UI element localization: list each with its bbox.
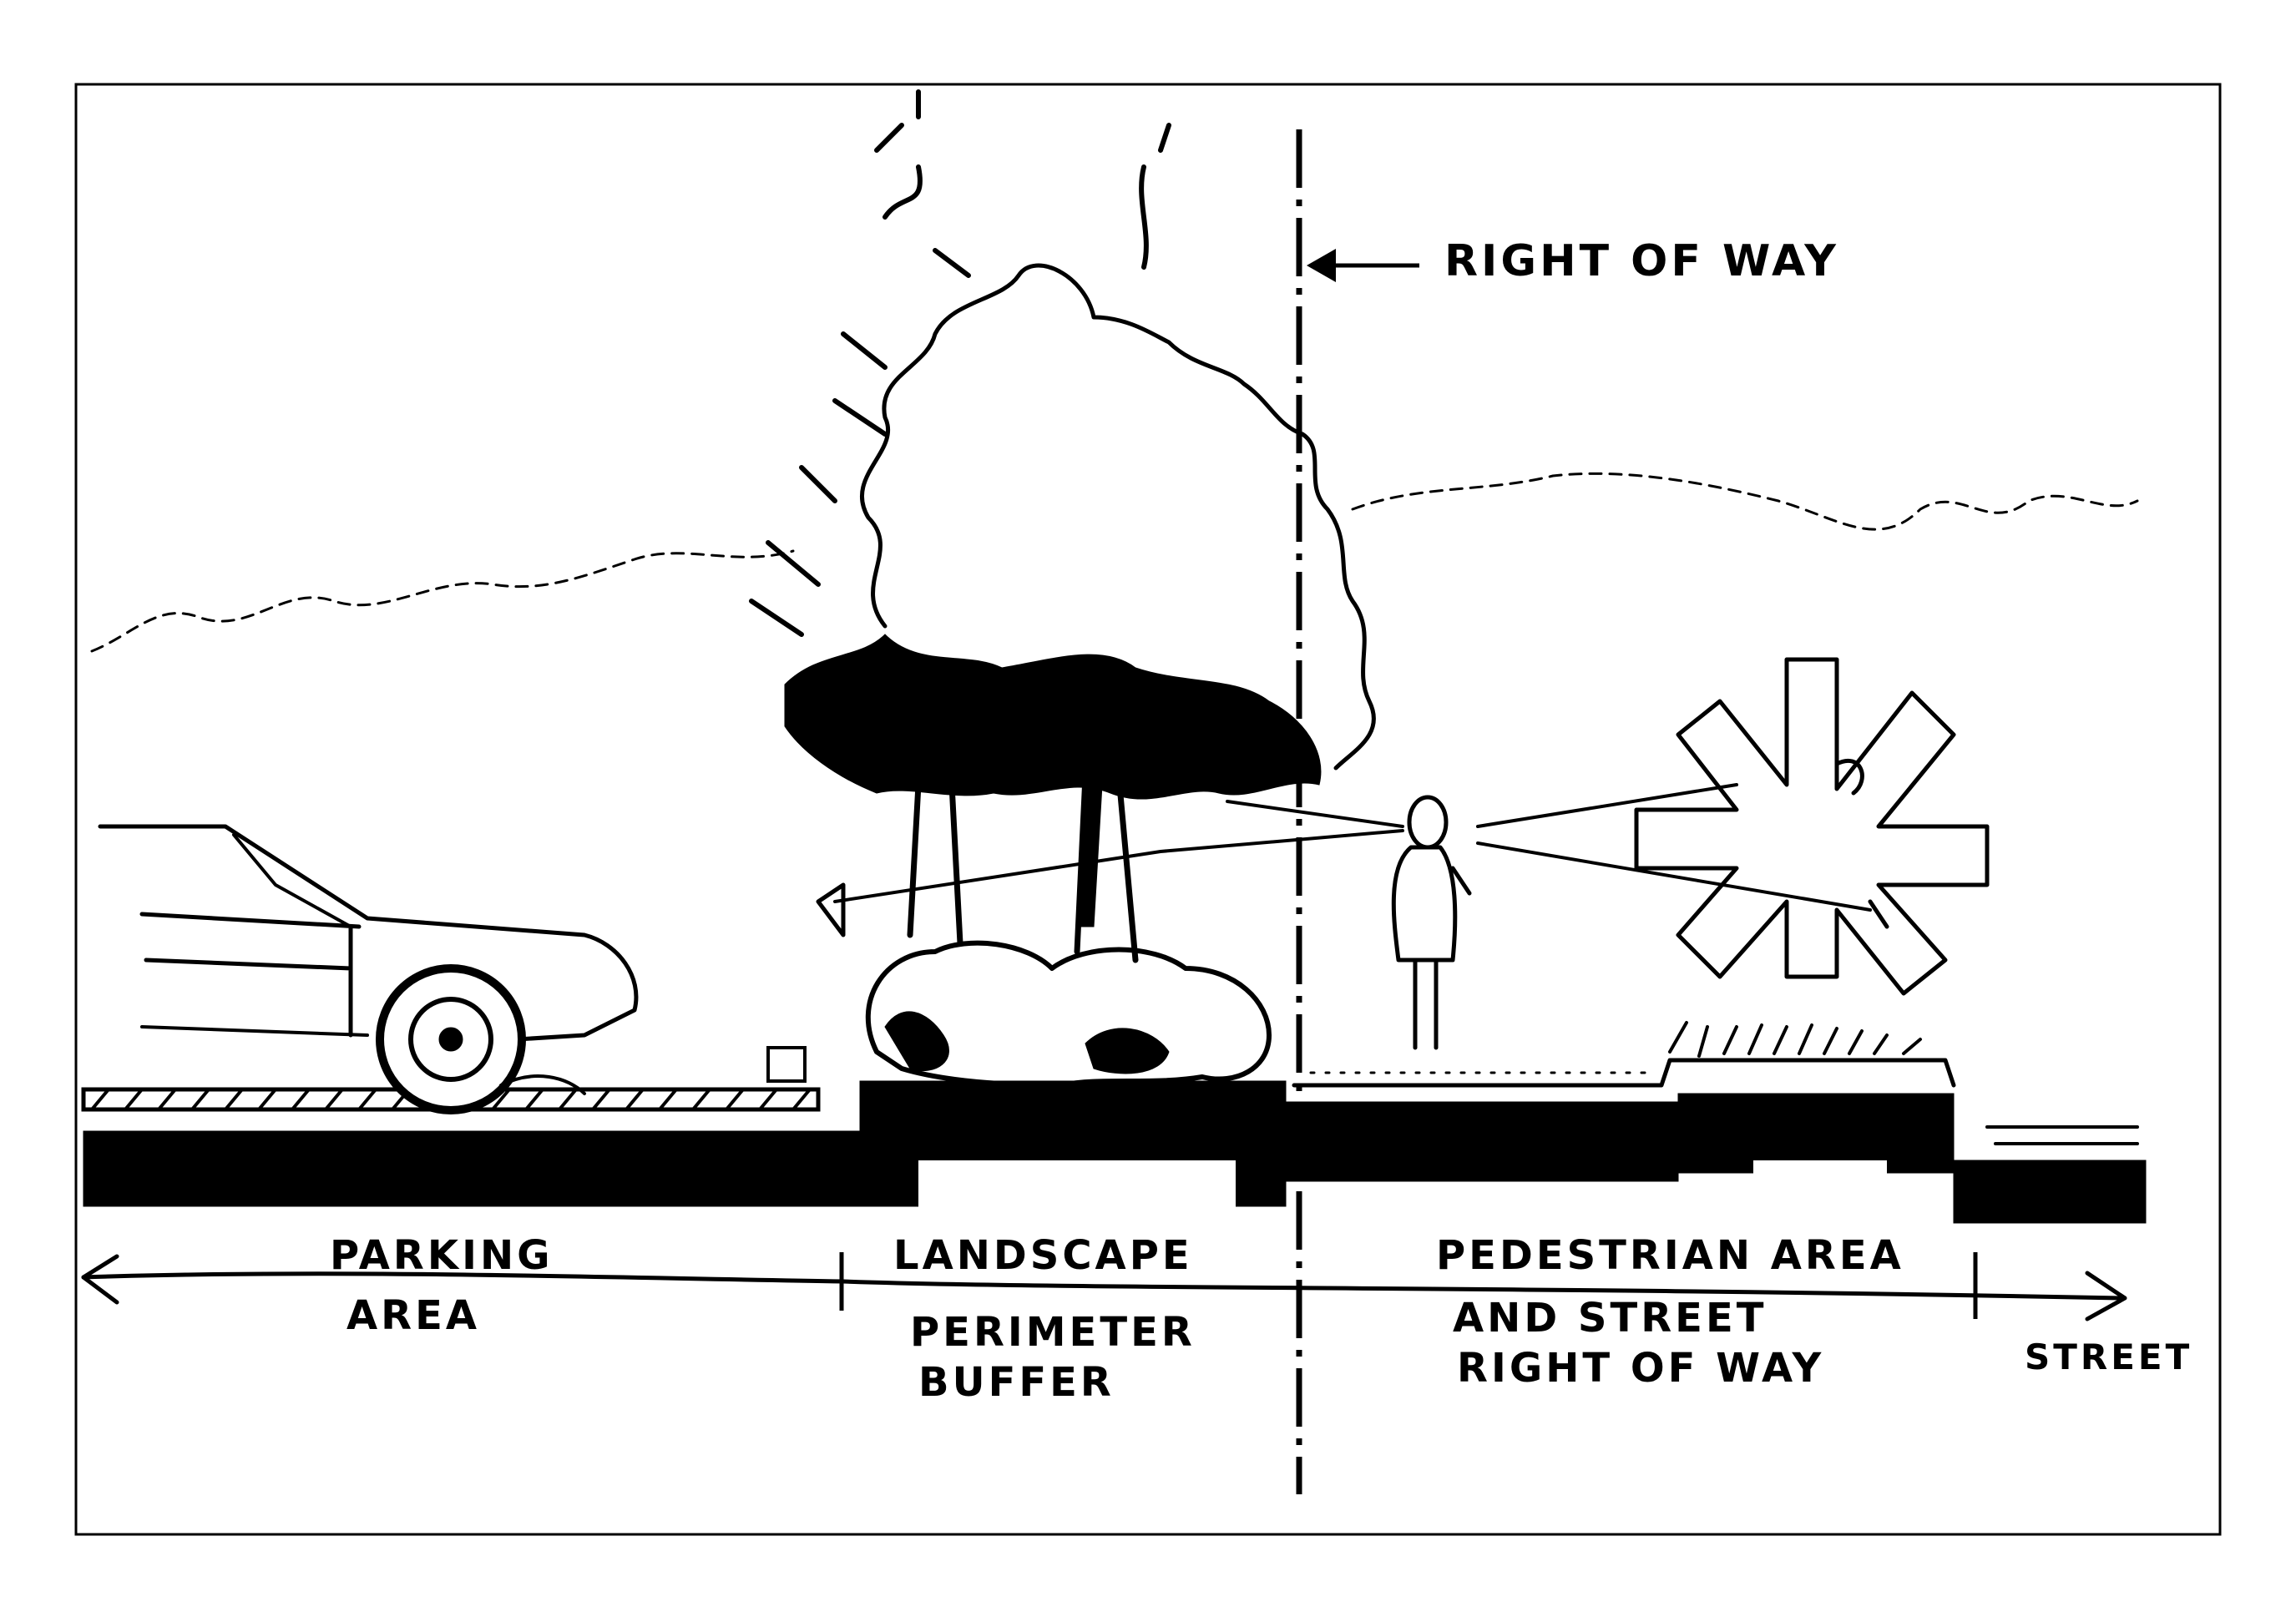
curb-stop (768, 1048, 805, 1081)
right-of-way-callout-label: RIGHT OF WAY (1444, 236, 1839, 286)
landscape-label-line2: PERIMETER (910, 1309, 1196, 1356)
pedestrian-label-line2: AND STREET (1453, 1295, 1767, 1342)
street-label: STREET (2025, 1337, 2192, 1377)
pedestrian-label-line3: RIGHT OF WAY (1457, 1345, 1824, 1392)
pedestrian-label-line1: PEDESTRIAN AREA (1436, 1232, 1904, 1279)
landscape-label-line3: BUFFER (918, 1359, 1115, 1406)
landscape-label-line1: LANDSCAPE (893, 1232, 1193, 1279)
parking-label-line2: AREA (346, 1292, 480, 1339)
parking-label-line1: PARKING (330, 1232, 554, 1279)
